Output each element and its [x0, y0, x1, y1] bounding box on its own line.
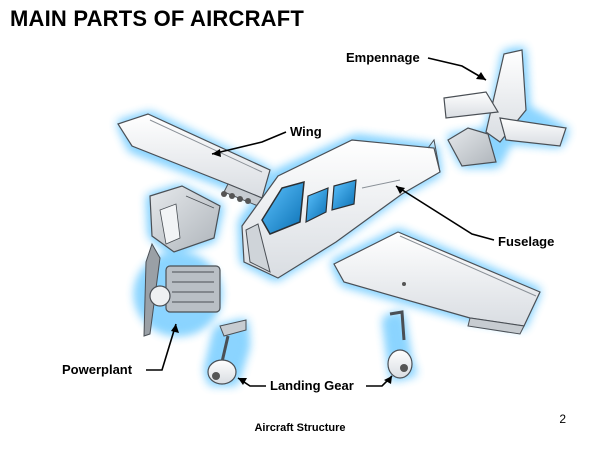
leader-arrows: [146, 57, 495, 387]
left-wing: [117, 113, 271, 207]
label-powerplant: Powerplant: [62, 362, 133, 377]
empennage: [443, 49, 567, 167]
engine-cowling: [149, 185, 221, 253]
label-empennage: Empennage: [346, 50, 420, 65]
page-number: 2: [559, 412, 566, 426]
powerplant: [143, 242, 221, 337]
label-wing: Wing: [290, 124, 322, 139]
label-landing-gear: Landing Gear: [270, 378, 354, 393]
slide-footer: Aircraft Structure: [254, 422, 346, 434]
landing-gear: [207, 310, 413, 385]
fuselage-body: [241, 138, 441, 279]
right-wing: [333, 231, 541, 335]
label-fuselage: Fuselage: [498, 234, 555, 249]
slide-title: MAIN PARTS OF AIRCRAFT: [10, 6, 305, 31]
